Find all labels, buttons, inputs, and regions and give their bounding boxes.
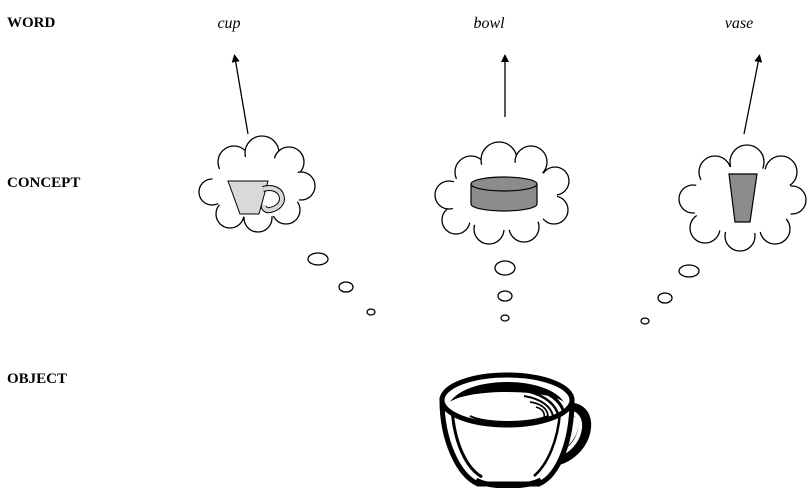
thought-bubbles-cup (307, 252, 376, 316)
coffee-cup-icon (439, 372, 592, 488)
word-cup: cup (217, 15, 241, 32)
word-bowl: bowl (473, 15, 505, 32)
thought-bubbles-bowl (494, 260, 516, 322)
vase-icon (728, 173, 758, 223)
arrow-concept-to-word-vase (743, 54, 763, 135)
arrow-concept-to-word-cup (231, 54, 249, 135)
bowl-icon (470, 176, 538, 212)
row-label-object: OBJECT (7, 371, 68, 387)
row-label-word: WORD (7, 15, 56, 31)
cup-icon (227, 180, 285, 215)
thought-bubbles-vase (640, 264, 700, 325)
word-vase: vase (724, 15, 754, 32)
row-label-concept: CONCEPT (7, 175, 81, 191)
